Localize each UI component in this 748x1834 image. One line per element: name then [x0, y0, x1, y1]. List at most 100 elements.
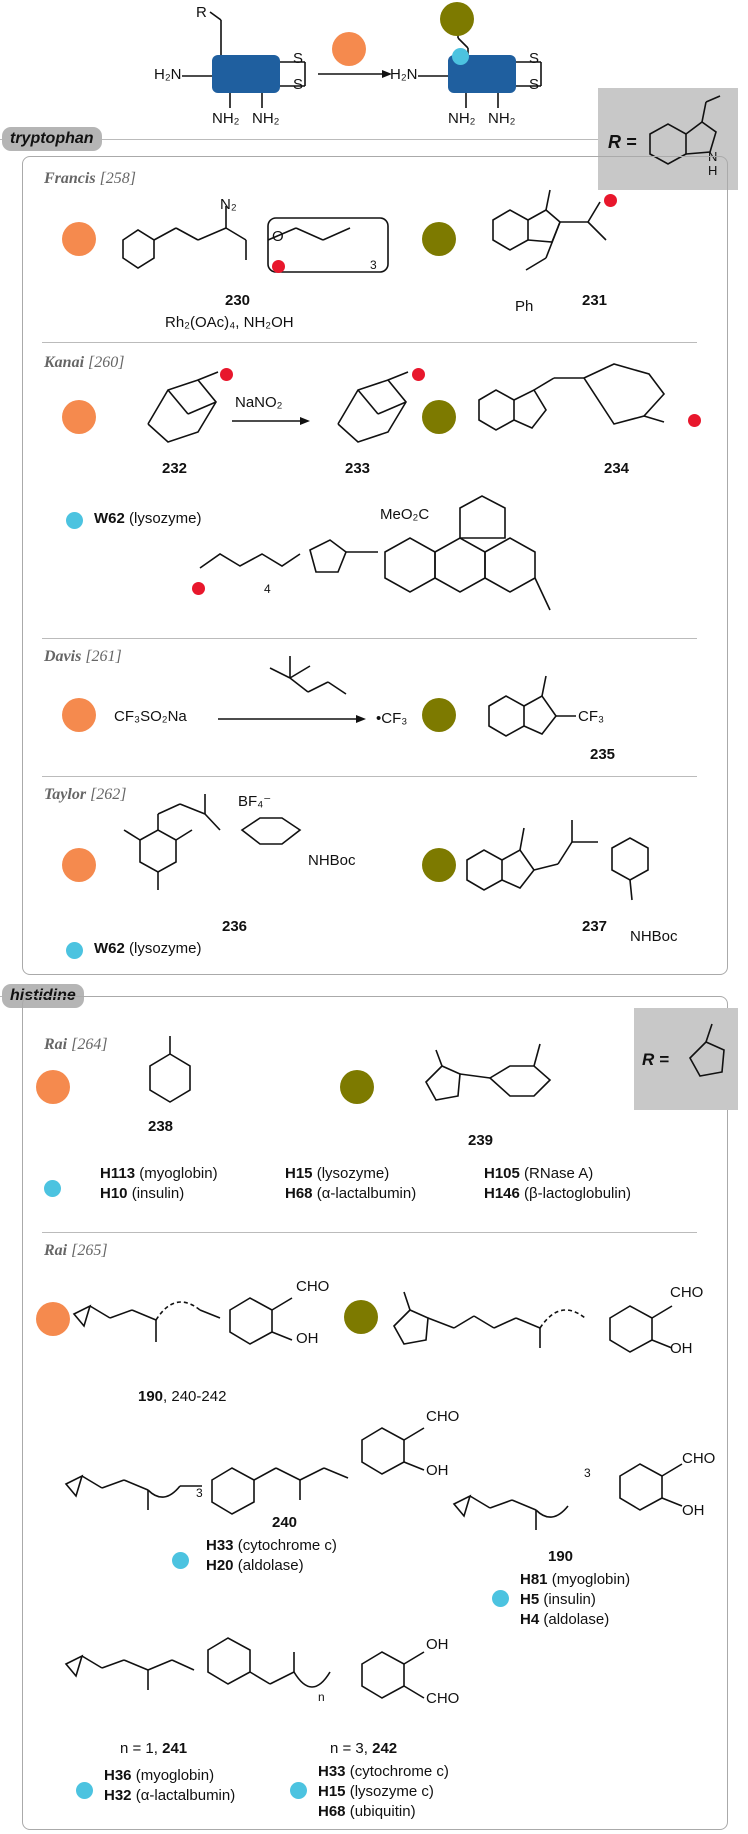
compound-number: 240 — [272, 1514, 298, 1531]
reagent-label: CF₃SO₂Na — [114, 708, 187, 725]
compound-number: 238 — [148, 1118, 174, 1135]
aldehyde-label: CHO — [426, 1690, 460, 1707]
r-equals-label: R = — [608, 132, 637, 152]
author-rai: Rai [265] — [44, 1242, 108, 1259]
reagent-dot — [332, 32, 366, 66]
aldehyde-label: CHO — [670, 1284, 704, 1301]
subscript-label: 4 — [264, 582, 271, 596]
nhboc-label: NHBoc — [630, 928, 678, 945]
tag-dot — [192, 582, 205, 595]
residue-dot — [44, 1180, 61, 1197]
subscript-label: 3 — [584, 1466, 591, 1480]
radical-label: •CF₃ — [376, 710, 408, 727]
product-dot — [440, 2, 474, 36]
nhboc-label: NHBoc — [308, 852, 356, 869]
sulfur-label: S — [293, 76, 304, 93]
residue-dot — [452, 48, 469, 65]
counterion-label: BF₄⁻ — [238, 793, 272, 810]
cyclohexenone-238 — [149, 1036, 191, 1103]
residue-label: W62 (lysozyme) — [94, 940, 202, 957]
residue-dot — [290, 1782, 307, 1799]
product-239 — [425, 1043, 552, 1101]
residue-list: H33 (cytochrome c) H20 (aldolase) — [206, 1537, 337, 1574]
azado-233 — [337, 371, 409, 443]
tag-dot — [604, 194, 617, 207]
tag-dot — [272, 260, 285, 273]
tag-dot — [220, 368, 233, 381]
epoxide-aldehyde-general — [72, 1297, 293, 1345]
sulfur-label: S — [529, 76, 540, 93]
residue-label: W62 (lysozyme) — [94, 510, 202, 527]
nh2-label: NH₂ — [252, 110, 280, 127]
compound-number: 190 — [548, 1548, 574, 1565]
author-francis: Francis [258] — [44, 170, 137, 187]
product-dot — [422, 698, 456, 732]
nh2-label: NH₂ — [448, 110, 476, 127]
product-dot — [422, 400, 456, 434]
r-group-box-imidazole — [634, 1008, 738, 1110]
reagent-dot — [62, 222, 96, 256]
residue-list: H105 (RNase A) H146 (β-lactoglobulin) — [484, 1165, 632, 1202]
arrow — [218, 715, 366, 723]
protein-block-left — [212, 55, 280, 93]
compound-241-242 — [64, 1637, 425, 1699]
compound-number: 239 — [468, 1132, 494, 1149]
compound-number: n = 1, 241 — [120, 1740, 188, 1757]
cf3-label: CF₃ — [578, 708, 605, 725]
residue-dot — [66, 942, 83, 959]
histidine-adduct — [393, 1291, 673, 1353]
author-taylor: Taylor [262] — [44, 786, 127, 803]
compound-number: 230 — [225, 292, 251, 309]
residue-list: H15 (lysozyme) H68 (α-lactalbumin) — [285, 1165, 417, 1202]
product-dot — [344, 1300, 378, 1334]
imidazole-structure — [689, 1023, 725, 1077]
tbhp-structure — [269, 656, 347, 695]
subscript-label: 3 — [196, 1486, 203, 1500]
r-equals-label: R = — [642, 1050, 669, 1069]
compound-number: 232 — [162, 460, 188, 477]
n2-label: N₂ — [220, 196, 237, 213]
aldehyde-label: CHO — [296, 1278, 330, 1295]
h2n-label: H₂N — [390, 66, 418, 83]
azado-232 — [147, 371, 219, 443]
hydroxyl-label: OH — [682, 1502, 705, 1519]
tag-dot — [688, 414, 701, 427]
reagent-dot — [62, 400, 96, 434]
product-dot — [422, 222, 456, 256]
tag-dot — [412, 368, 425, 381]
compound-240 — [64, 1427, 425, 1515]
condition-label: Rh₂(OAc)₄, NH₂OH — [165, 314, 294, 331]
compound-number: 236 — [222, 918, 248, 935]
residue-list: H33 (cytochrome c) H15 (lysozyme c) H68 … — [318, 1763, 449, 1820]
product-dot — [340, 1070, 374, 1104]
r-label: R — [196, 4, 207, 21]
product-235 — [488, 675, 576, 737]
hydroxyl-label: OH — [296, 1330, 319, 1347]
hydroxyl-label: OH — [670, 1340, 693, 1357]
compound-190 — [452, 1463, 683, 1530]
reagent-dot — [62, 698, 96, 732]
aldehyde-label: CHO — [682, 1450, 716, 1467]
tryptophan-panel — [22, 156, 728, 975]
subscript-label: n — [318, 1690, 325, 1704]
residue-list: H113 (myoglobin) H10 (insulin) — [100, 1165, 218, 1202]
residue-dot — [172, 1552, 189, 1569]
compound-number: 237 — [582, 918, 608, 935]
sulfur-label: S — [529, 50, 540, 67]
sulfur-label: S — [293, 50, 304, 67]
product-dot — [422, 848, 456, 882]
histidine-panel — [22, 996, 728, 1830]
author-rai: Rai [264] — [44, 1036, 108, 1053]
hydroxyl-label: OH — [426, 1462, 449, 1479]
diazo-compound-230 — [122, 206, 389, 273]
author-davis: Davis [261] — [44, 648, 122, 665]
author-kanai: Kanai [260] — [44, 354, 125, 371]
product-234 — [478, 363, 666, 431]
reagent-label: NaNO₂ — [235, 394, 283, 411]
compound-number: n = 3, 242 — [330, 1740, 398, 1757]
residue-list: H36 (myoglobin) H32 (α-lactalbumin) — [104, 1767, 236, 1804]
phenyl-label: Ph — [515, 298, 534, 315]
reagent-dot — [36, 1302, 70, 1336]
indole-structure — [649, 95, 721, 165]
oxygen-label: O — [272, 228, 284, 245]
